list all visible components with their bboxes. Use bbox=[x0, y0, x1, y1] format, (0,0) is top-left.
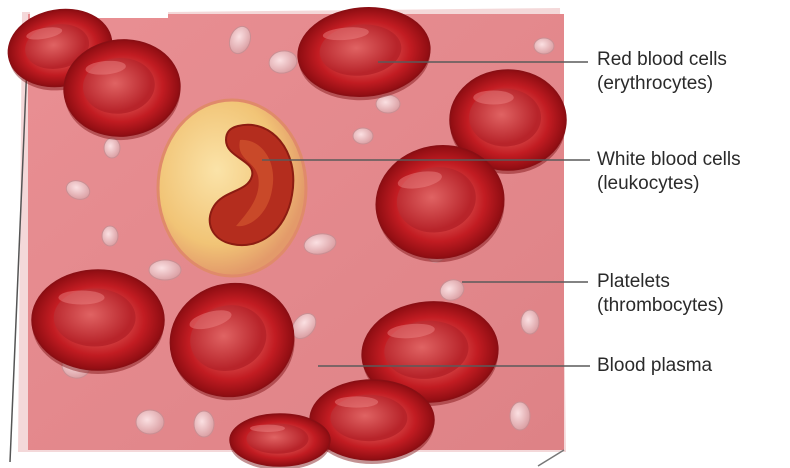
label-blood-plasma: Blood plasma bbox=[597, 354, 712, 378]
label-platelets-line1: Platelets bbox=[597, 270, 724, 294]
panel-edge-right bbox=[538, 450, 564, 466]
white-blood-cell bbox=[158, 100, 306, 276]
red-blood-cell bbox=[32, 270, 164, 374]
label-platelets: Platelets (thrombocytes) bbox=[597, 270, 724, 318]
red-blood-cell bbox=[310, 380, 434, 464]
label-red-blood-cells: Red blood cells (erythrocytes) bbox=[597, 48, 727, 96]
label-red-line2: (erythrocytes) bbox=[597, 72, 727, 96]
platelet bbox=[510, 402, 530, 430]
platelet bbox=[136, 410, 164, 434]
label-red-line1: Red blood cells bbox=[597, 48, 727, 72]
platelet bbox=[104, 138, 120, 158]
platelet bbox=[102, 226, 118, 246]
label-white-blood-cells: White blood cells (leukocytes) bbox=[597, 148, 741, 196]
platelet bbox=[353, 128, 373, 144]
platelet bbox=[149, 260, 181, 280]
red-blood-cell bbox=[230, 414, 330, 468]
label-platelets-line2: (thrombocytes) bbox=[597, 294, 724, 318]
label-white-line1: White blood cells bbox=[597, 148, 741, 172]
platelet bbox=[521, 310, 539, 334]
label-white-line2: (leukocytes) bbox=[597, 172, 741, 196]
platelet bbox=[534, 38, 554, 54]
label-plasma-line1: Blood plasma bbox=[597, 354, 712, 378]
platelet bbox=[194, 411, 214, 437]
